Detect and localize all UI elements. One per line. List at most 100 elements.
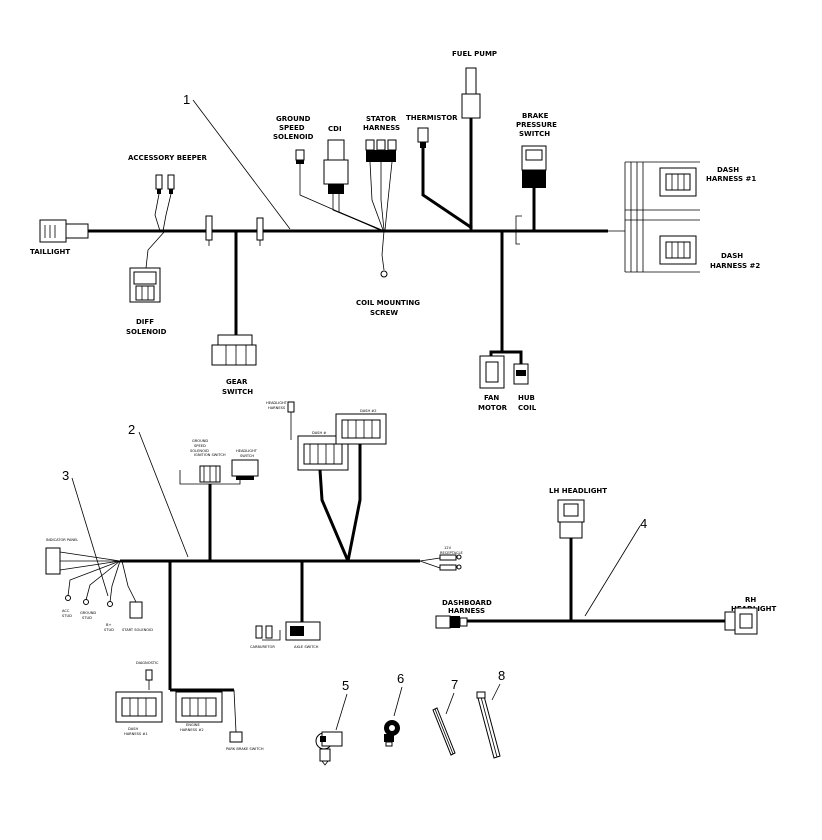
- diagnostic-connector: [145, 669, 153, 690]
- hub-label-2: COIL: [518, 404, 537, 412]
- carburetor-label: CARBURETOR: [250, 645, 275, 649]
- main-harness-1: 1 TAILLIGHT ACCESSORY BEEPER: [30, 50, 760, 412]
- stator-label-2: HARNESS: [363, 124, 400, 132]
- thermistor-label: THERMISTOR: [406, 114, 458, 122]
- diff-solenoid-wire: [145, 230, 166, 269]
- coil-label-2: SCREW: [370, 309, 398, 317]
- part-7-tie: [432, 707, 456, 756]
- stator-label-1: STATOR: [366, 115, 397, 123]
- callout-2-leader: [138, 431, 189, 558]
- gear-label-2: SWITCH: [222, 388, 253, 396]
- receptacle-terminals: [419, 554, 462, 571]
- dash-harness-label-1: DASHBOARD: [442, 599, 492, 607]
- fan-label-1: FAN: [484, 394, 499, 402]
- callout-3-leader: [71, 477, 109, 597]
- ignition-cluster: [179, 459, 259, 561]
- acc-stud-1: ACC: [62, 609, 70, 613]
- callout-8-leader: [491, 683, 501, 701]
- coil-screw-ring: [380, 270, 388, 278]
- lower-dash-1: DASH: [128, 727, 138, 731]
- dash1-label-2: HARNESS #1: [706, 175, 756, 183]
- callout-6: 6: [397, 671, 404, 686]
- gear-label-1: GEAR: [226, 378, 248, 386]
- lh-headlight-label: LH HEADLIGHT: [549, 487, 607, 495]
- lower-dash-connectors: [115, 691, 243, 743]
- dash2-label-1: DASH: [721, 252, 743, 260]
- rh-headlight-connector: [724, 607, 758, 635]
- diff-solenoid-connector: [129, 267, 161, 303]
- part-6-grommet: [384, 720, 400, 747]
- start-solenoid-label: START SOLENOID: [122, 628, 153, 632]
- accessory-beeper-connector: [154, 174, 175, 232]
- diff-label-2: SOLENOID: [126, 328, 167, 336]
- callout-3: 3: [62, 468, 69, 483]
- rec-label-1: 12V: [444, 546, 452, 550]
- fan-motor-connector: [479, 355, 505, 389]
- part-8-tie: [476, 691, 501, 759]
- park-brake-label: PARK BRAKE SWITCH: [226, 747, 264, 751]
- carb-axle-connectors: [255, 621, 321, 641]
- dash1-top-label: DASH #: [312, 431, 326, 435]
- fan-label-2: MOTOR: [478, 404, 508, 412]
- callout-1-leader: [192, 99, 291, 230]
- dash2-label-2: HARNESS #2: [710, 262, 760, 270]
- cdi-connector: [323, 139, 383, 231]
- stator-harness-connector: [365, 139, 397, 231]
- fuel-pump-connector: [461, 67, 481, 231]
- coil-label-1: COIL MOUNTING: [356, 299, 420, 307]
- b-stud-2: STUD: [104, 628, 114, 632]
- lh-headlight-connector: [557, 499, 585, 539]
- engine-h-1: ENGINE: [186, 723, 200, 727]
- stud-wires: [65, 560, 143, 619]
- hl-switch-label-1: HEADLIGHT: [236, 449, 258, 453]
- h2-gss-3: SOLENOID: [190, 449, 209, 453]
- b-stud-1: B+: [106, 623, 111, 627]
- main-harness-2: 2 HEADLIGHT HARNESS DASH # DASH #2: [45, 401, 464, 751]
- lower-dash-2: HARNESS #1: [124, 732, 148, 736]
- callout-8: 8: [498, 668, 505, 683]
- brake-pressure-switch-connector: [521, 145, 547, 231]
- callout-5: 5: [342, 678, 349, 693]
- hub-wire: [502, 350, 523, 364]
- brake-label-1: BRAKE: [522, 112, 549, 120]
- dash1-label-1: DASH: [717, 166, 739, 174]
- accessory-beeper-label: ACCESSORY BEEPER: [128, 154, 208, 162]
- axle-switch-label: AXLE SWITCH: [294, 645, 319, 649]
- callout-4: 4: [640, 516, 647, 531]
- h2-gss-2: SPEED: [194, 444, 206, 448]
- loose-parts: 5 6 7 8: [315, 668, 505, 766]
- rh-headlight-label-1: RH: [745, 596, 756, 604]
- acc-stud-2: STUD: [62, 614, 72, 618]
- gnd-stud-1: GROUND: [80, 611, 96, 615]
- hub-label-1: HUB: [518, 394, 535, 402]
- dash-harness-1-connector: [659, 167, 697, 197]
- dash2-top-label: DASH #2: [360, 409, 377, 413]
- gnd-stud-2: STUD: [82, 616, 92, 620]
- trunk-clips: [205, 215, 264, 246]
- ignition-switch-label: IGNITION SWITCH: [194, 453, 226, 457]
- brake-label-3: SWITCH: [519, 130, 550, 138]
- gss-label-2: SPEED: [279, 124, 305, 132]
- callout-1: 1: [183, 92, 190, 107]
- dash-harness-label-2: HARNESS: [448, 607, 485, 615]
- dash-connectors-cluster: [297, 413, 387, 562]
- hook-wire: [515, 215, 522, 231]
- headlight-harness-connector: [287, 401, 295, 440]
- hook-wire-2: [515, 231, 520, 245]
- coil-screw-wire: [381, 230, 385, 271]
- park-brake-wire: [233, 689, 237, 733]
- dash-harness-2-connector: [659, 235, 697, 265]
- taillight-connector: [39, 219, 89, 243]
- callout-5-leader: [335, 693, 348, 731]
- part-5-plug: [315, 731, 343, 766]
- taillight-label: TAILLIGHT: [30, 248, 70, 256]
- callout-7: 7: [451, 677, 458, 692]
- gss-label-1: GROUND: [276, 115, 311, 123]
- h2-gss-1: GROUND: [192, 439, 208, 443]
- rec-label-2: RECEPTACLE: [440, 551, 464, 555]
- cdi-label: CDI: [328, 125, 342, 133]
- callout-7-leader: [445, 692, 455, 715]
- gear-switch-connector: [211, 334, 257, 366]
- headlight-harness-4: 4 LH HEADLIGHT DASHBOARD HARNESS RH HEAD…: [435, 487, 777, 635]
- brake-label-2: PRESSURE: [516, 121, 557, 129]
